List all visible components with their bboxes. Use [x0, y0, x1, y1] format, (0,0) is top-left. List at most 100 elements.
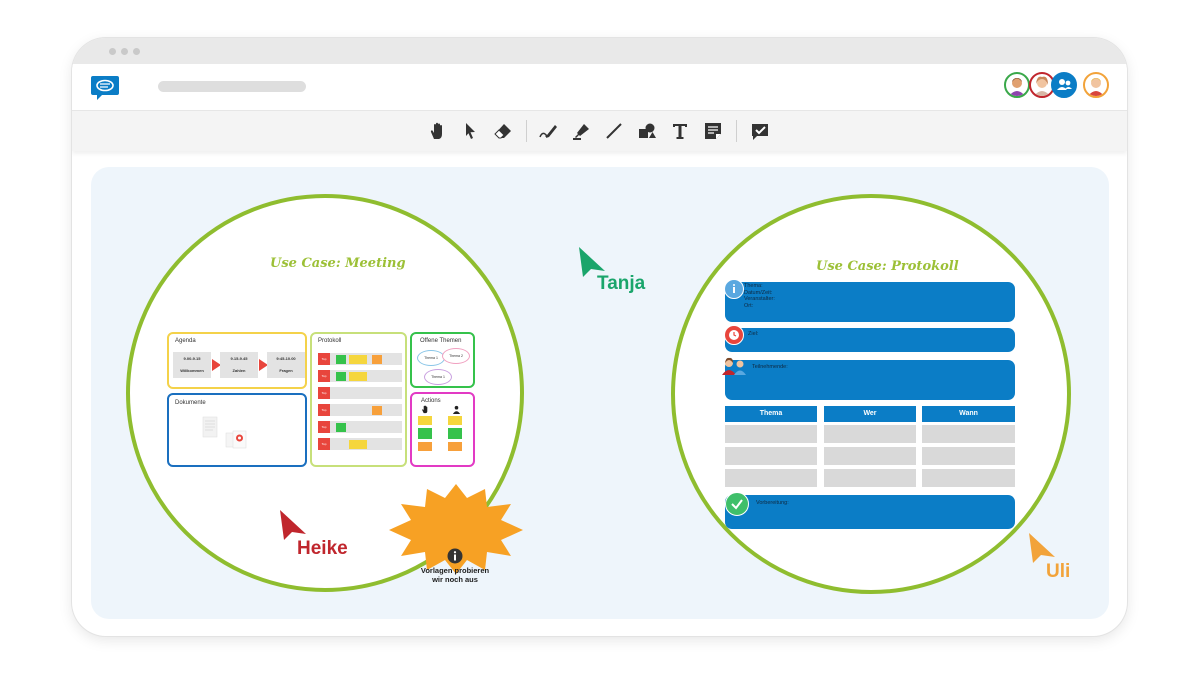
hint-line: Vorlagen probieren: [420, 566, 490, 575]
info-lines: Thema: Datum/Zeit: Veranstalter: Ort:: [744, 283, 775, 309]
document-thumbnails-icon: [202, 416, 247, 449]
protokoll-tag: Top: [318, 353, 330, 365]
agenda-time: 9:45-10.00: [276, 356, 296, 361]
ziel-block[interactable]: [725, 328, 1015, 352]
chat-bubble-logo-icon[interactable]: [90, 74, 120, 102]
sticky-note[interactable]: [372, 355, 382, 364]
actions-panel[interactable]: Actions: [410, 392, 475, 467]
sticky-note[interactable]: [448, 442, 462, 451]
checkmark-note-icon[interactable]: [748, 119, 772, 143]
protokoll-template-title: Use Case: Protokoll: [816, 259, 959, 274]
drawing-toolbar: [72, 110, 1127, 151]
teilnehmende-block[interactable]: [725, 360, 1015, 400]
pointer-icon[interactable]: [458, 119, 482, 143]
protokoll-tag: Top: [318, 370, 330, 382]
address-bar[interactable]: [158, 81, 306, 92]
cursor-arrow-icon: [280, 510, 306, 540]
vorbereitung-label: Vorbereitung:: [756, 500, 789, 506]
teilnehmende-label: Teilnehmende:: [752, 364, 788, 370]
cursor-label-uli: Uli: [1046, 561, 1071, 582]
sticky-note[interactable]: [336, 423, 346, 432]
toolbar-divider: [526, 120, 527, 142]
window-dot[interactable]: [133, 48, 140, 55]
agenda-label: Fragen: [279, 368, 293, 373]
table-cell[interactable]: [725, 447, 817, 465]
protokoll-row[interactable]: [318, 387, 402, 399]
protokoll-title: Protokoll: [318, 338, 342, 344]
hint-burst[interactable]: [387, 482, 525, 576]
actions-title: Actions: [421, 398, 441, 404]
pen-icon[interactable]: [536, 119, 560, 143]
topic-cloud[interactable]: Thema 1: [424, 369, 452, 385]
info-line: Datum/Zeit:: [744, 289, 773, 296]
sticky-note[interactable]: [349, 440, 367, 449]
toolbar-divider: [736, 120, 737, 142]
agenda-time: 9.00-9.15: [183, 356, 201, 361]
protokoll-panel[interactable]: Protokoll Top Top Top Top Top Top: [310, 332, 407, 467]
hand-pointer-icon: [421, 405, 428, 414]
dokumente-panel[interactable]: Dokumente: [167, 393, 307, 467]
highlighter-icon[interactable]: [569, 119, 593, 143]
sticky-note[interactable]: [336, 372, 346, 381]
sticky-note[interactable]: [418, 442, 432, 451]
table-cell[interactable]: [922, 425, 1015, 443]
arrow-right-icon: [259, 359, 268, 371]
info-line: Ort:: [744, 302, 754, 309]
sticky-note[interactable]: [448, 416, 462, 425]
participant-avatar[interactable]: [1083, 72, 1109, 98]
sticky-note[interactable]: [336, 355, 346, 364]
sticky-note[interactable]: [372, 406, 382, 415]
table-cell[interactable]: [725, 469, 817, 487]
topic-cloud[interactable]: Thema 2: [442, 348, 470, 364]
users-icon[interactable]: [1051, 72, 1077, 98]
protokoll-tag: Top: [318, 421, 330, 433]
cursor-label-tanja: Tanja: [597, 273, 646, 294]
protokoll-row[interactable]: [318, 404, 402, 416]
sticky-note[interactable]: [349, 355, 367, 364]
info-block[interactable]: [725, 282, 1015, 322]
sticky-note[interactable]: [418, 428, 432, 439]
participant-avatar[interactable]: [1029, 72, 1055, 98]
meeting-title: Use Case: Meeting: [270, 256, 406, 271]
ziel-label: Ziel:: [748, 331, 759, 337]
hand-icon[interactable]: [426, 119, 450, 143]
table-cell[interactable]: [824, 447, 916, 465]
person-icon: [452, 405, 461, 414]
info-line: Veranstalter:: [744, 296, 775, 302]
arrow-right-icon: [212, 359, 221, 371]
text-icon[interactable]: [668, 119, 692, 143]
table-cell[interactable]: [725, 425, 817, 443]
sticky-note[interactable]: [418, 416, 432, 425]
table-cell[interactable]: [922, 469, 1015, 487]
sticky-note[interactable]: [349, 372, 367, 381]
dokumente-title: Dokumente: [175, 400, 206, 406]
table-cell[interactable]: [922, 447, 1015, 465]
shapes-icon[interactable]: [635, 119, 659, 143]
topic-cloud[interactable]: Thema 1: [417, 350, 445, 366]
info-circle-icon: [724, 279, 744, 299]
top-bar: [72, 64, 1127, 110]
table-cell[interactable]: [824, 469, 916, 487]
sticky-note-icon[interactable]: [701, 119, 725, 143]
sticky-note[interactable]: [448, 428, 462, 439]
window-dot[interactable]: [109, 48, 116, 55]
table-cell[interactable]: [824, 425, 916, 443]
vorbereitung-block[interactable]: [725, 495, 1015, 529]
participant-avatar[interactable]: [1004, 72, 1030, 98]
alarm-clock-icon: [724, 325, 744, 345]
agenda-label: Willkommen: [180, 368, 204, 373]
line-icon[interactable]: [602, 119, 626, 143]
info-line: Thema:: [744, 283, 763, 289]
protokoll-row[interactable]: [318, 421, 402, 433]
offene-themen-panel[interactable]: Offene Themen Thema 1 Thema 2 Thema 1: [410, 332, 475, 388]
check-circle-icon: [725, 492, 749, 516]
eraser-icon[interactable]: [491, 119, 515, 143]
window-dot[interactable]: [121, 48, 128, 55]
table-header: Thema: [725, 406, 817, 422]
